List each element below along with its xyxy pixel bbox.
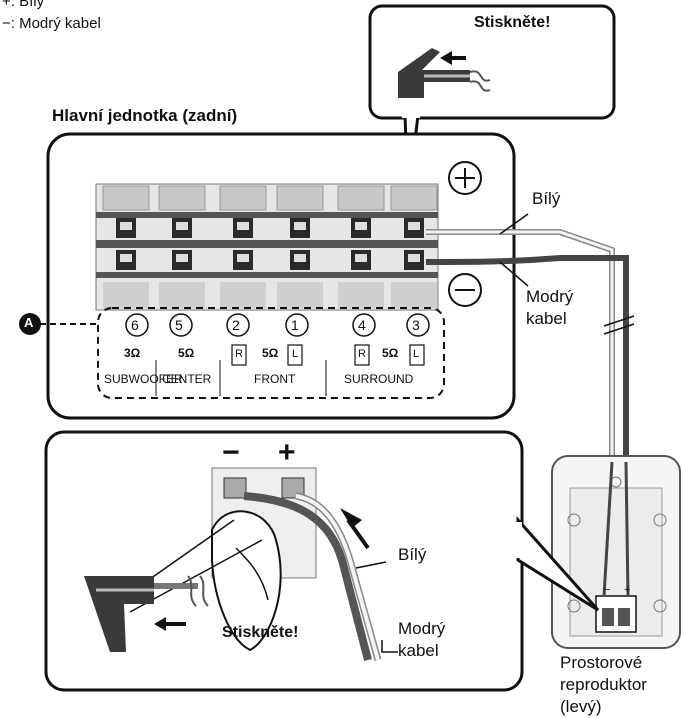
arrow-left-icon [440,51,452,65]
wire-blue-label-2: kabel [526,309,567,328]
bottom-blue-label-1: Modrý [398,619,446,638]
terminal-4: 4 [358,317,366,333]
wire-blue-label-1: Modrý [526,287,574,306]
group-front: FRONT [254,372,296,386]
speaker-plus: + [624,584,631,596]
bottom-white-label: Bílý [398,545,427,564]
label-a-marker [19,313,41,335]
bottom-press-label: Stiskněte! [222,624,299,641]
hand-icon [211,510,282,652]
bottom-blue-label-2: kabel [398,641,439,660]
group-center: CENTER [162,372,212,386]
group-subwoofer: SUBWOOFER [104,372,183,386]
legend-plus: +: Bílý [2,0,45,10]
clamp-lever-bottom-icon [84,576,154,652]
main-unit-title: Hlavní jednotka (zadní) [52,106,238,125]
speaker-label-3: (levý) [560,697,602,716]
blue-wire [425,255,629,462]
impedance-front: 5Ω [262,346,279,360]
legend-minus: −: Modrý kabel [2,15,101,32]
clamp-lever-icon [398,48,470,98]
surround-l: L [413,348,420,360]
terminal-5: 5 [175,317,183,333]
arrow-left-bottom-icon [154,617,166,631]
terminal-2: 2 [232,317,240,333]
group-surround: SURROUND [344,372,414,386]
speaker-label-2: reproduktor [560,675,647,694]
speaker-label-1: Prostorové [560,653,643,672]
terminal-1: 1 [291,317,299,333]
surround-r: R [358,348,366,360]
speaker-minus: − [604,584,611,596]
impedance-center: 5Ω [178,346,195,360]
terminal-6: 6 [131,317,139,333]
label-a: A [24,315,34,330]
arrow-up-icon [340,508,362,528]
bottom-minus: − [222,436,240,469]
main-unit-panel [19,132,635,462]
front-r: R [235,348,243,360]
bottom-plus: + [278,436,296,469]
wire-white-label: Bílý [532,189,561,208]
terminal-3: 3 [412,317,420,333]
impedance-subwoofer: 3Ω [124,346,141,360]
impedance-surround: 5Ω [382,346,399,360]
surround-speaker [551,455,681,649]
front-l: L [292,348,299,360]
bottom-callout [44,430,600,692]
top-press-label: Stiskněte! [474,14,551,31]
